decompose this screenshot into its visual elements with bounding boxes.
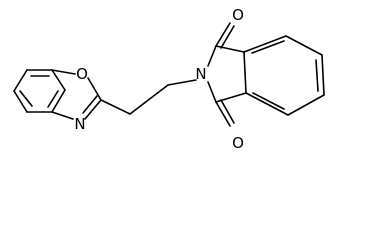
bond: [207, 45, 217, 67]
chemical-structure: O N N O O: [13, 6, 325, 152]
aromatic-bond: [252, 92, 285, 110]
bond: [243, 51, 247, 94]
bond: [215, 45, 245, 53]
bond: [167, 79, 197, 86]
bond: [243, 35, 287, 53]
aromatic-bond: [19, 90, 33, 107]
aromatic-bond: [251, 40, 285, 54]
bond: [13, 90, 28, 113]
carbonyl-bond: [215, 101, 231, 127]
bond: [100, 99, 131, 115]
bond: [84, 99, 102, 120]
aromatic-bond: [315, 59, 319, 92]
phthalimide-imide-ring: N: [195, 45, 247, 103]
carbonyl-groups: O O: [215, 6, 244, 152]
bond: [287, 94, 325, 116]
bond: [321, 54, 325, 96]
aromatic-bond: [47, 90, 59, 108]
bond: [51, 111, 74, 120]
benzoxazole-benzene-ring: [13, 69, 66, 113]
bond: [51, 69, 66, 91]
oxazole-oxygen-label: O: [76, 65, 88, 83]
bond: [129, 84, 169, 115]
carbonyl-double-bond: [220, 25, 235, 49]
phthalimide-benzene-ring: [243, 35, 325, 116]
ethylene-linker: [100, 79, 197, 115]
bond: [207, 81, 217, 103]
bond: [13, 69, 28, 92]
bond: [51, 69, 76, 75]
bond: [285, 35, 323, 56]
imide-nitrogen-label: N: [195, 65, 206, 83]
bottom-carbonyl-oxygen-label: O: [232, 134, 244, 152]
oxazole-nitrogen-label: N: [74, 115, 85, 133]
carbonyl-double-bond: [220, 99, 235, 124]
benzoxazole-oxazole-ring: O N: [51, 65, 102, 133]
bond: [87, 77, 102, 101]
bond: [51, 89, 66, 113]
top-carbonyl-oxygen-label: O: [232, 6, 244, 24]
double-bond: [82, 95, 98, 114]
bond: [245, 92, 289, 116]
carbonyl-bond: [215, 22, 231, 47]
